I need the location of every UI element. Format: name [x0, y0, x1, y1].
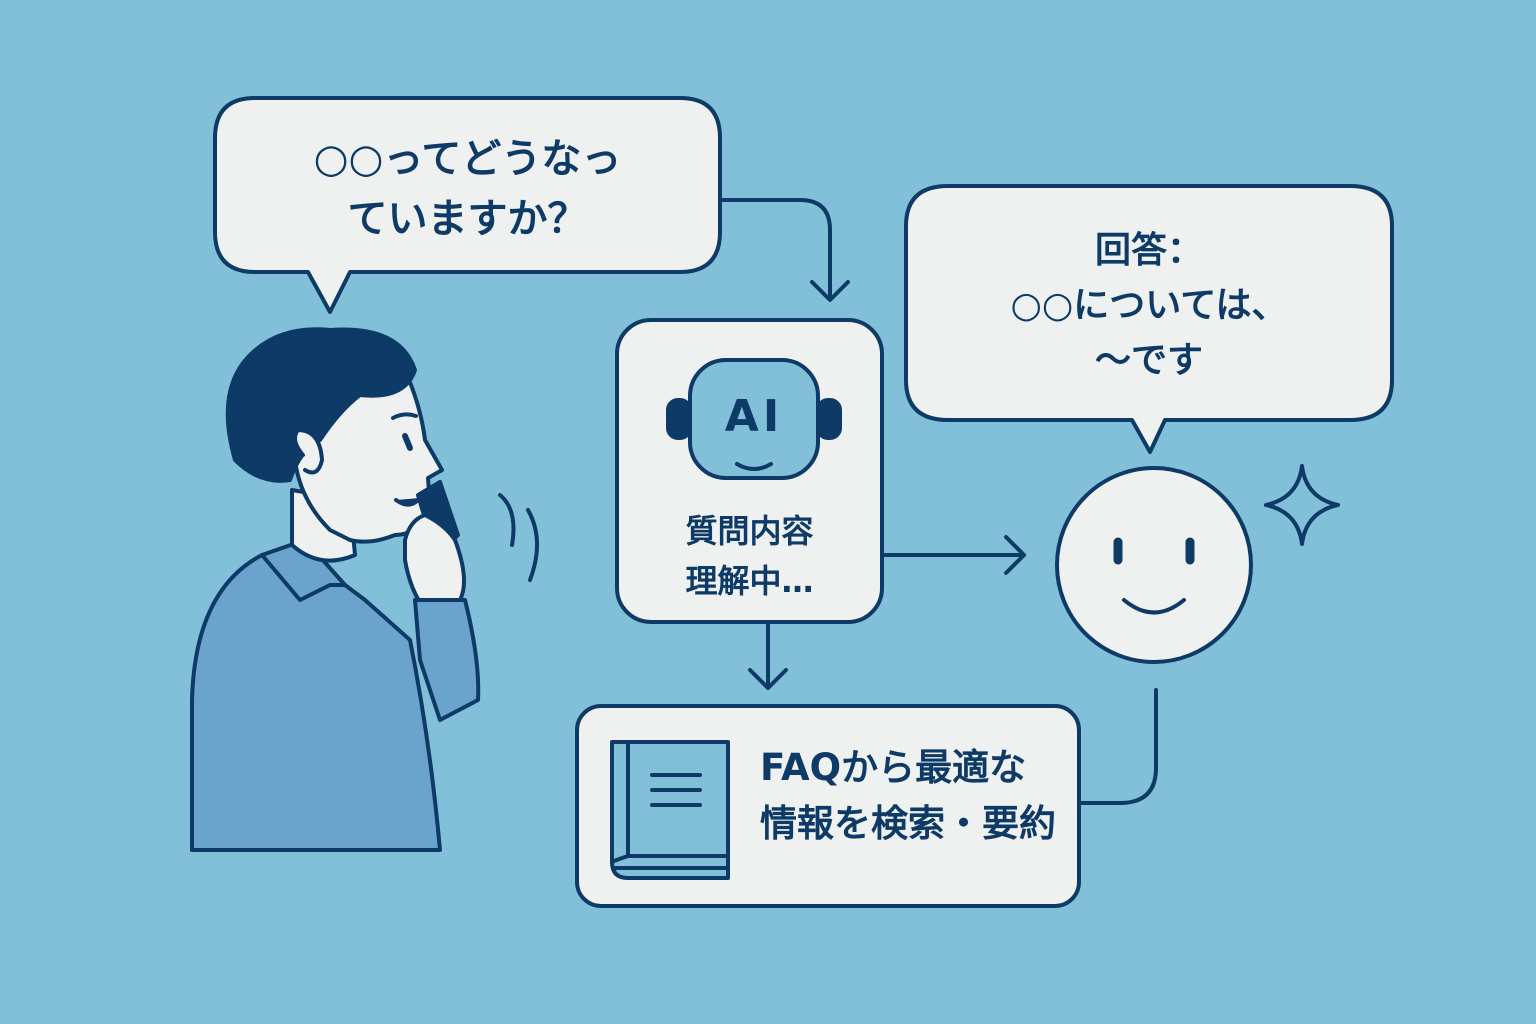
ai-badge: AI: [724, 391, 784, 442]
question-text-line-1: ○○ってどうなっ: [313, 136, 622, 182]
question-text-line-2: ていますか？: [347, 196, 588, 242]
robot-icon: [666, 358, 842, 480]
book-icon: [610, 740, 730, 880]
faq-text-line-2: 情報を検索・要約: [760, 802, 1056, 845]
arrow-question-to-ai: [720, 198, 832, 300]
ai-text-line-2: 理解中…: [685, 562, 814, 600]
question-bubble: [213, 96, 722, 314]
smiley-face-icon: [1055, 466, 1253, 664]
answer-text-line-1: 回答：: [1094, 230, 1203, 271]
person-on-phone-icon: [190, 327, 540, 852]
answer-bubble: [904, 184, 1394, 454]
ai-text-line-1: 質問内容: [685, 512, 814, 550]
answer-text-line-3: 〜です: [1094, 340, 1203, 381]
faq-text-line-1: FAQから最適な: [760, 746, 1027, 789]
answer-text-line-2: ○○については、: [1010, 285, 1288, 326]
arrow-faq-to-smiley: [1079, 688, 1158, 805]
sparkle-icon: [1264, 464, 1340, 546]
